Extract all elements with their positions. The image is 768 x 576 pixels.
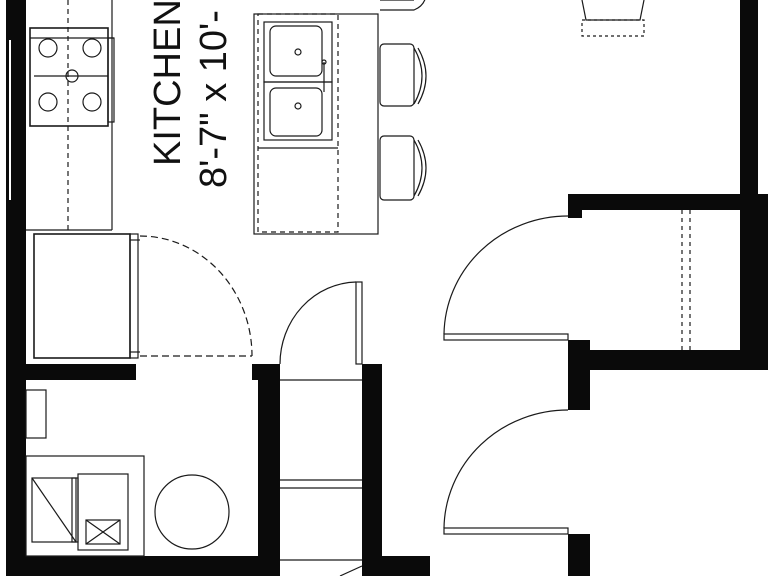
sink-basin <box>263 81 333 141</box>
right-vertical-wall-mid <box>568 340 590 410</box>
burner <box>82 38 102 58</box>
refrigerator <box>33 233 131 359</box>
closet-right-wall <box>362 364 382 576</box>
burner <box>38 38 58 58</box>
right-vertical-wall-low <box>568 534 590 576</box>
washer <box>25 455 145 557</box>
kitchen-island <box>253 13 379 235</box>
burner <box>82 92 102 112</box>
bar-stool <box>380 0 426 11</box>
bar-stool <box>379 43 427 107</box>
laundry-top-wall <box>26 364 136 380</box>
right-horizontal-wall-mid <box>568 350 768 370</box>
range <box>29 27 109 127</box>
fixtures <box>9 0 691 576</box>
room-label-kitchen: KITCHEN <box>147 0 189 166</box>
burner <box>38 92 58 112</box>
closet-top-left-stub <box>252 364 280 380</box>
bedroom-door <box>443 333 569 341</box>
closet-left-wall <box>258 364 280 576</box>
room-dimensions-kitchen: 8'-7" x 10'- <box>193 10 235 188</box>
right-exterior-wall <box>740 0 758 210</box>
right-exterior-wall-lower <box>740 194 768 370</box>
bottom-wall <box>6 556 274 576</box>
bar-stool <box>379 135 427 201</box>
walls <box>6 0 768 576</box>
dryer-drum <box>154 474 230 550</box>
bath-door <box>443 527 569 535</box>
closet-bottom-right <box>362 556 430 576</box>
right-horizontal-wall-top <box>568 194 758 210</box>
chair <box>581 0 645 21</box>
closet-door <box>355 281 363 365</box>
laundry-shelf <box>25 389 47 439</box>
